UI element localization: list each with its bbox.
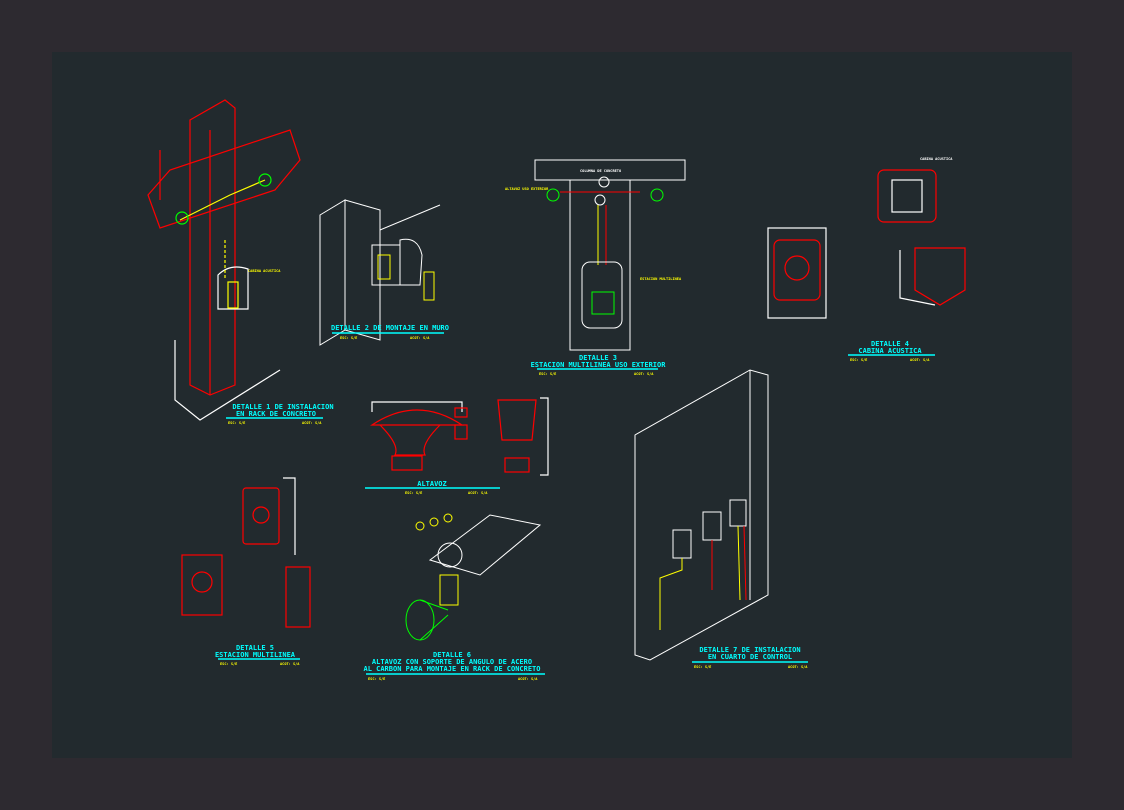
altavoz-drawing [370, 397, 549, 476]
detail-1-title: DETALLE 1 DE INSTALACION EN RACK DE CONC… [226, 403, 334, 425]
detail-5-units: ACOT: S/A [280, 662, 300, 666]
detail-5-scale: ESC: S/E [220, 662, 237, 666]
detail-5-title: DETALLE 5 ESTACION MULTILINEA ESC: S/E A… [215, 644, 300, 666]
detail-6-title-line1: DETALLE 6 [433, 651, 471, 659]
detail-4-drawing: CABINA ACUSTICA [767, 157, 966, 319]
detail-4-title: DETALLE 4 CABINA ACUSTICA ESC: S/E ACOT:… [848, 340, 935, 362]
detail-2-title: DETALLE 2 DE MONTAJE EN MURO ESC: S/E AC… [331, 324, 449, 340]
detail-6-title-line3: AL CARBON PARA MONTAJE EN RACK DE CONCRE… [363, 665, 540, 673]
detail-5-title-line1: DETALLE 5 [236, 644, 274, 652]
detail-1-title-line1: DETALLE 1 DE INSTALACION [232, 403, 333, 411]
detail-6-title-line2: ALTAVOZ CON SOPORTE DE ANGULO DE ACERO [372, 658, 532, 666]
detail-2-units: ACOT: S/A [410, 336, 430, 340]
altavoz-scale: ESC: S/E [405, 491, 422, 495]
detail-6-units: ACOT: S/A [518, 677, 538, 681]
altavoz-title-text: ALTAVOZ [417, 480, 447, 488]
detail-4-title-line2: CABINA ACUSTICA [858, 347, 922, 355]
detail-1-title-line2: EN RACK DE CONCRETO [236, 410, 316, 418]
note-estacion: ESTACION MULTILINEA [640, 277, 682, 281]
detail-7-units: ACOT: S/A [788, 665, 808, 669]
detail-6-drawing [405, 513, 542, 641]
detail-3-title: DETALLE 3 ESTACION MULTILINEA USO EXTERI… [531, 354, 667, 376]
detail-5-drawing [181, 477, 311, 628]
detail-2-drawing [319, 199, 441, 346]
drawing-canvas: COLUMNA DE CONCRETO CABINA ACUSTICA [52, 52, 1072, 758]
detail-7-title-line2: EN CUARTO DE CONTROL [708, 653, 792, 661]
detail-3-title-line2: ESTACION MULTILINEA USO EXTERIOR [531, 361, 667, 369]
detail-4-title-line1: DETALLE 4 [871, 340, 909, 348]
detail-1-scale: ESC: S/E [228, 421, 245, 425]
detail-6-scale: ESC: S/E [368, 677, 385, 681]
detail-7-scale: ESC: S/E [694, 665, 711, 669]
detail-6-title: DETALLE 6 ALTAVOZ CON SOPORTE DE ANGULO … [363, 651, 545, 681]
detail-7-drawing [634, 369, 769, 661]
detail-1-units: ACOT: S/A [302, 421, 322, 425]
cad-drawing: COLUMNA DE CONCRETO CABINA ACUSTICA [147, 99, 966, 681]
detail-3-scale: ESC: S/E [539, 372, 556, 376]
detail-7-title-line1: DETALLE 7 DE INSTALACION [699, 646, 800, 654]
altavoz-units: ACOT: S/A [468, 491, 488, 495]
note-altavoz: ALTAVOZ USO EXTERIOR [505, 187, 549, 191]
detail-2-scale: ESC: S/E [340, 336, 357, 340]
detail-7-title: DETALLE 7 DE INSTALACION EN CUARTO DE CO… [692, 646, 808, 669]
detail-4-units: ACOT: S/A [910, 358, 930, 362]
note-columna: COLUMNA DE CONCRETO [580, 169, 621, 173]
detail-2-title-line1: DETALLE 2 DE MONTAJE EN MURO [331, 324, 449, 332]
detail-1-drawing [147, 99, 301, 421]
detail-3-title-line1: DETALLE 3 [579, 354, 617, 362]
note-cabina-detail1: CABINA ACUSTICA [248, 269, 281, 273]
detail-3-units: ACOT: S/A [634, 372, 654, 376]
note-cabina: CABINA ACUSTICA [920, 157, 953, 161]
detail-3-drawing: COLUMNA DE CONCRETO [534, 159, 686, 351]
detail-5-title-line2: ESTACION MULTILINEA [215, 651, 296, 659]
detail-4-scale: ESC: S/E [850, 358, 867, 362]
altavoz-title: ALTAVOZ ESC: S/E ACOT: S/A [365, 480, 500, 495]
